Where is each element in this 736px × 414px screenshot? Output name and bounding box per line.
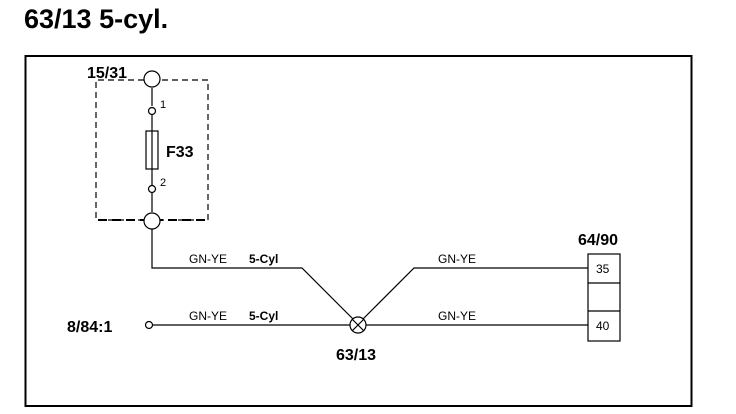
splice-cross-2 xyxy=(351,318,365,332)
fuse-pin-bottom-label: 2 xyxy=(160,177,166,189)
source-label: 8/84:1 xyxy=(67,319,112,336)
fuse-pin-top-dot xyxy=(147,106,157,116)
fuse-pin-bottom-dot xyxy=(147,184,157,194)
page-title: 63/13 5-cyl. xyxy=(24,4,169,34)
wire-color-upper-left: GN-YE xyxy=(189,252,227,266)
wire-color-lower-left: GN-YE xyxy=(189,309,227,323)
fuse-holder-label: 15/31 xyxy=(87,65,127,82)
fuse-label: F33 xyxy=(166,144,194,161)
wire-color-upper-right: GN-YE xyxy=(438,252,476,266)
fuse-terminal-top xyxy=(143,70,161,88)
fuse-terminal-bottom xyxy=(143,212,161,230)
wire-upper-left xyxy=(151,229,359,325)
fuse-pin-top-label: 1 xyxy=(160,99,166,111)
diagram-frame xyxy=(24,55,693,407)
splice-label: 63/13 xyxy=(336,347,376,364)
wire-variant-upper-left: 5-Cyl xyxy=(249,252,278,266)
connector-pin-35: 35 xyxy=(596,262,610,276)
wire-variant-lower-left: 5-Cyl xyxy=(249,309,278,323)
wire-upper-right xyxy=(357,267,588,325)
source-terminal xyxy=(144,320,154,330)
connector-body xyxy=(587,253,621,342)
wire-color-lower-right: GN-YE xyxy=(438,309,476,323)
connector-pin-40: 40 xyxy=(596,319,610,333)
connector-label: 64/90 xyxy=(578,232,618,249)
